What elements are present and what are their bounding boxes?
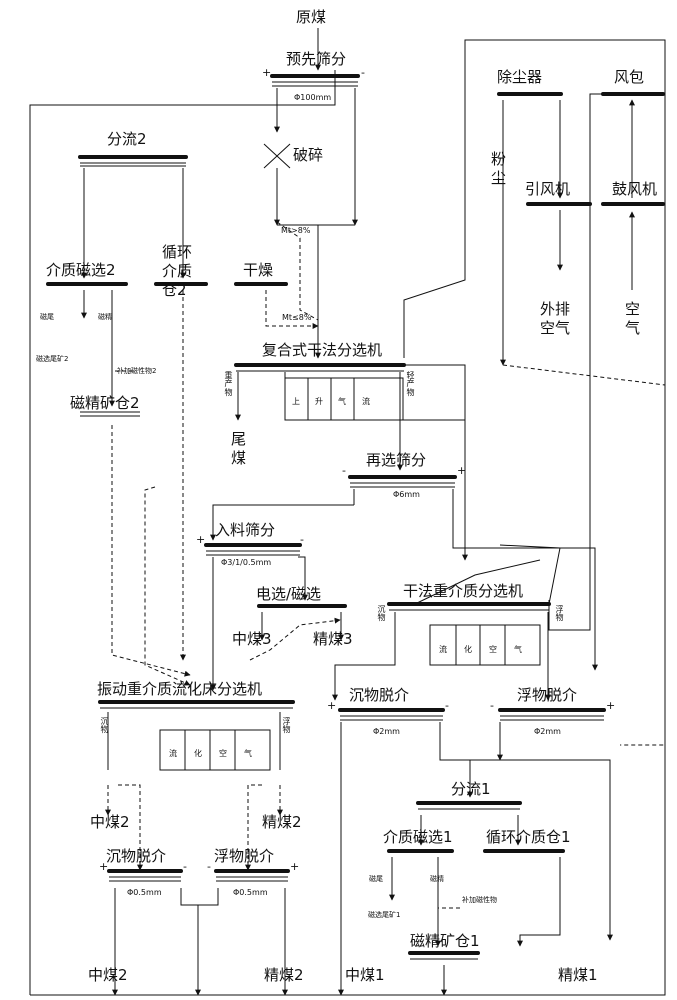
circ-bin2-label: 循环介质仓2 (162, 243, 193, 299)
fluid-char-4: 气 (514, 645, 522, 654)
wind-bag-label: 风包 (614, 68, 645, 86)
mag-bin2-label: 磁精矿仓2 (70, 394, 140, 412)
crush-label: 破碎 (293, 146, 324, 164)
clean-coal2-label-b: 精煤2 (264, 966, 304, 984)
dust-collector-label: 除尘器 (497, 68, 543, 86)
dashed-flows (105, 221, 666, 909)
phi2-label-2: Φ2mm (534, 727, 561, 736)
mt-gt-label: Mt>8% (281, 226, 311, 235)
split1-label: 分流1 (451, 780, 491, 798)
dust-label: 粉尘 (491, 150, 507, 187)
sink2-plus: + (99, 860, 109, 873)
split2-label: 分流2 (107, 130, 147, 148)
mag-conc-label-2: 磁精 (98, 313, 112, 321)
sink-label-1: 沉物 (377, 605, 386, 623)
fluid-char-b3: 空 (219, 749, 227, 758)
fluid-char-1: 流 (439, 645, 447, 654)
induced-fan-label: 引风机 (525, 180, 571, 198)
medium-mag1-label: 介质磁选1 (383, 828, 453, 846)
float1-minus: - (490, 699, 494, 712)
mag-bin1-label: 磁精矿仓1 (410, 932, 480, 950)
rescreen-label: 再选筛分 (366, 451, 427, 469)
sink1-minus: - (445, 699, 449, 712)
solid-flows (29, 28, 666, 996)
float-label-1: 浮物 (555, 605, 564, 623)
sink-label-2: 沉物 (100, 717, 109, 735)
pre-screen-label: 预先筛分 (286, 50, 347, 68)
dry-dense-label: 干法重介质分选机 (403, 582, 524, 600)
sink2-minus: - (183, 860, 187, 873)
float-dm-label-2: 浮物脱介 (214, 847, 275, 865)
updraft-box (284, 377, 404, 421)
mid-coal2-label-a: 中煤2 (90, 813, 130, 831)
circ-bin1-label: 循环介质仓1 (486, 828, 571, 846)
fluid-char-b1: 流 (169, 749, 177, 758)
fluid-box-1 (429, 624, 541, 666)
sink1-plus: + (327, 699, 337, 712)
dry-label: 干燥 (243, 261, 274, 279)
float2-minus: - (207, 860, 211, 873)
fluid-char-2: 化 (464, 645, 472, 654)
phi2-label-1: Φ2mm (373, 727, 400, 736)
clean-coal2-label-a: 精煤2 (262, 813, 302, 831)
composite-separator-label: 复合式干法分选机 (262, 341, 383, 359)
mid-coal3-label: 中煤3 (232, 630, 272, 648)
fluid-char-b4: 气 (244, 749, 252, 758)
tailing-coal-label: 尾煤 (231, 430, 247, 467)
feed-minus: - (300, 533, 304, 546)
updraft-char-4: 流 (362, 397, 370, 406)
mid-coal1-label: 中煤1 (345, 966, 385, 984)
mag-tailing1-label: 磁选尾矿1 (368, 911, 401, 919)
mag-tailing2-label: 磁选尾矿2 (36, 355, 69, 363)
float2-plus: + (290, 860, 300, 873)
add-mag2-label: 补加磁性物2 (117, 367, 157, 375)
updraft-char-1: 上 (292, 397, 300, 406)
float1-plus: + (606, 699, 616, 712)
fluid-char-3: 空 (489, 645, 497, 654)
phi100-label: Φ100mm (294, 93, 332, 102)
float-label-2: 浮物 (282, 717, 291, 735)
phi6-label: Φ6mm (393, 490, 420, 499)
vib-bed-label: 振动重介质流化床分选机 (97, 680, 263, 698)
mag-tail-label-2: 磁尾 (40, 313, 54, 321)
feed-screen-label: 入料筛分 (215, 521, 276, 539)
phi05-label-2: Φ0.5mm (233, 888, 268, 897)
mag-conc-label-1: 磁精 (430, 875, 444, 883)
phi3-label: Φ3/1/0.5mm (221, 558, 272, 567)
rescreen-plus: + (457, 464, 467, 477)
fluid-box-2 (159, 729, 271, 771)
blower-label: 鼓风机 (612, 180, 658, 198)
exhaust-label: 外排空气 (540, 300, 571, 337)
crusher-cross-b (263, 143, 291, 169)
light-product-label: 轻产物 (406, 371, 415, 397)
updraft-char-2: 升 (315, 397, 323, 406)
plus-sign: + (262, 66, 272, 79)
screen-lines (80, 81, 604, 960)
add-mag1-label: 补加磁性物 (462, 896, 497, 904)
float-dm-label-1: 浮物脱介 (517, 686, 578, 704)
feed-plus: + (196, 533, 206, 546)
heavy-product-label: 重产物 (224, 371, 233, 397)
clean-coal1-label: 精煤1 (558, 966, 598, 984)
mt-le-label: Mt≤8% (282, 313, 312, 322)
mag-tail-label-1: 磁尾 (369, 875, 383, 883)
rescreen-minus: - (342, 464, 346, 477)
minus-sign: - (361, 66, 365, 79)
air-label: 空气 (625, 300, 641, 337)
mid-coal2-label-b: 中煤2 (88, 966, 128, 984)
sink-dm-label-2: 沉物脱介 (106, 847, 167, 865)
raw-coal-label: 原煤 (296, 8, 327, 26)
sink-dm-label-1: 沉物脱介 (349, 686, 410, 704)
fluid-char-b2: 化 (194, 749, 202, 758)
medium-mag2-label: 介质磁选2 (46, 261, 116, 279)
elec-mag-label: 电选/磁选 (256, 585, 322, 603)
clean-coal3-label: 精煤3 (313, 630, 353, 648)
equipment-bars (46, 74, 665, 955)
phi05-label-1: Φ0.5mm (127, 888, 162, 897)
updraft-char-3: 气 (338, 397, 346, 406)
